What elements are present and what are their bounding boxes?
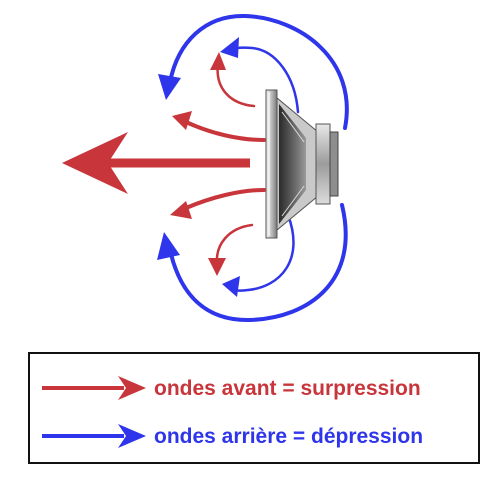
front-wave-top [216, 62, 256, 108]
legend: ondes avant = surpression ondes arrière … [28, 352, 480, 464]
speaker-front-plate [265, 89, 278, 239]
front-wave-lower [184, 188, 266, 210]
front-wave-main-head [62, 132, 128, 194]
speaker-cone [279, 104, 306, 224]
front-wave-top-head [210, 52, 226, 70]
front-wave-arrowheads [62, 52, 226, 276]
back-wave-inner-bottom-head [222, 276, 240, 297]
legend-item-front-waves: ondes avant = surpression [30, 368, 478, 408]
back-wave-outer-top [168, 13, 349, 130]
back-wave-outer-bottom-head [157, 232, 180, 260]
front-wave-lower-head [170, 201, 192, 219]
back-wave-outer-bottom [168, 203, 348, 323]
legend-label-back: ondes arrière = dépression [154, 425, 424, 448]
front-wave-bottom [215, 223, 254, 264]
front-wave-arrows [106, 62, 266, 264]
back-wave-arrowheads [157, 37, 240, 297]
speaker-magnet [315, 123, 331, 205]
red-arrow-icon [42, 376, 146, 400]
back-wave-inner-top-head [220, 37, 239, 58]
back-wave-outer-top-head [158, 74, 181, 100]
front-wave-bottom-head [208, 258, 226, 276]
loudspeaker-icon [265, 89, 339, 239]
front-wave-upper-head [172, 111, 192, 130]
legend-item-back-waves: ondes arrière = dépression [30, 416, 478, 456]
blue-arrow-icon [42, 424, 146, 448]
speaker-back-cap [329, 131, 339, 197]
legend-label-front: ondes avant = surpression [154, 377, 421, 400]
front-wave-upper [184, 120, 266, 142]
